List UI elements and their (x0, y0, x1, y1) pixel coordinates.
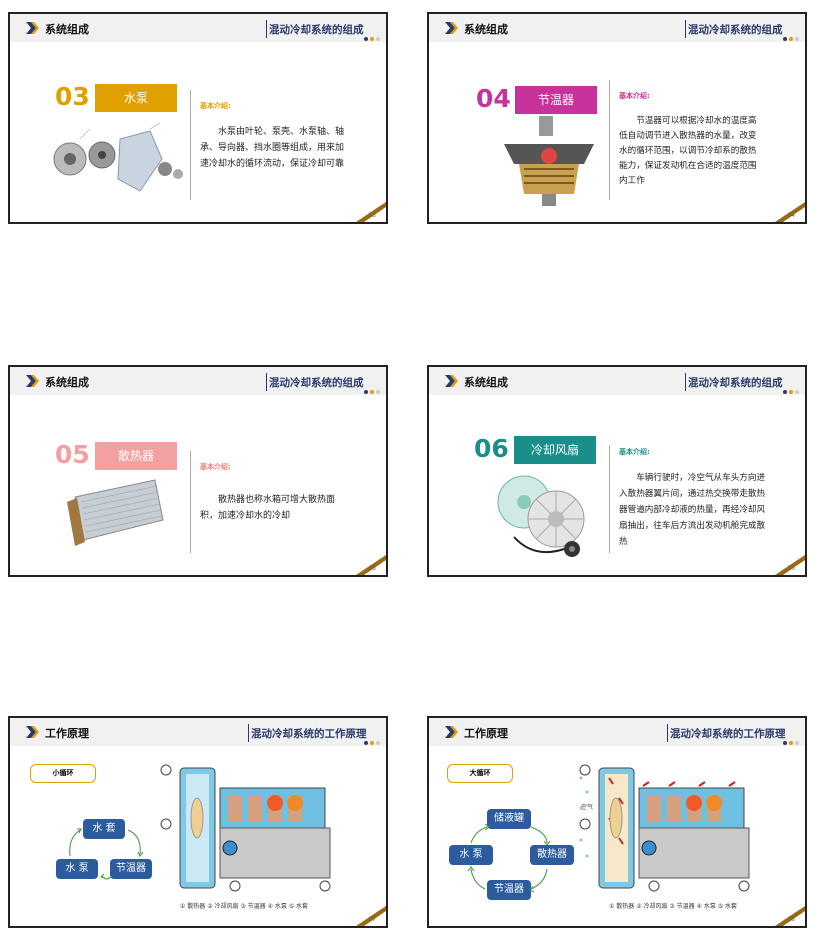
slide-header: 工作原理 混动冷却系统的工作原理 (10, 718, 386, 746)
slide-subtitle: 混动冷却系统的工作原理 (251, 728, 367, 740)
diagram-legend: ① 散热器 ② 冷却风扇 ③ 节温器 ④ 水泵 ⑤ 水套 (609, 903, 738, 910)
node-thermostat: 节温器 (110, 859, 152, 879)
slide-header: 系统组成 混动冷却系统的组成 (10, 367, 386, 395)
corner-decoration (775, 906, 805, 926)
thermostat-image (504, 116, 594, 206)
slide-15[interactable]: 系统组成 混动冷却系统的组成 05 散热器 基本介绍: 散热器也称水箱可增大散热… (8, 365, 388, 577)
node-reservoir: 储液罐 (487, 809, 531, 829)
node-water-jacket: 水 套 (83, 819, 125, 839)
divider (266, 20, 267, 38)
slide-18[interactable]: 工作原理 混动冷却系统的工作原理 大循环 储液罐 散热器 节温器 水 泵 空气 … (427, 716, 807, 928)
slide-16[interactable]: 系统组成 混动冷却系统的组成 06 冷却风扇 基本介绍: 车辆行驶时，冷空气从车… (427, 365, 807, 577)
section-title: 系统组成 (464, 376, 508, 389)
dots-icon (362, 730, 380, 749)
corner-decoration (356, 906, 386, 926)
item-number: 06 (474, 434, 509, 463)
chevron-icon (26, 22, 39, 34)
chevron-icon (445, 375, 458, 387)
circuit-label: 大循环 (447, 764, 513, 783)
intro-label: 基本介绍: (200, 102, 231, 110)
item-description: 车辆行驶时，冷空气从车头方向进入散热器翼片间，通过热交换带走散热器管道内部冷却液… (619, 473, 766, 547)
chevron-icon (445, 22, 458, 34)
divider (190, 90, 191, 200)
node-water-pump: 水 泵 (56, 859, 98, 879)
corner-decoration (356, 555, 386, 575)
slide-subtitle: 混动冷却系统的工作原理 (670, 728, 786, 740)
item-description: 节温器可以根据冷却水的温度高低自动调节进入散热器的水量，改变水的循环范围，以调节… (619, 116, 757, 186)
flow-arrows (467, 823, 551, 893)
node-water-pump: 水 泵 (449, 845, 493, 865)
item-badge: 冷却风扇 (514, 436, 596, 464)
section-title: 系统组成 (464, 23, 508, 36)
slide-header: 工作原理 混动冷却系统的工作原理 (429, 718, 805, 746)
item-number: 03 (55, 82, 90, 111)
chevron-icon (445, 726, 458, 738)
water-pump-image (53, 122, 183, 192)
flow-arrows (69, 828, 144, 880)
intro-label: 基本介绍: (619, 92, 650, 100)
section-title: 系统组成 (45, 23, 89, 36)
page-number: 16 (787, 565, 795, 572)
cooling-fan-image (497, 475, 585, 557)
engine-diagram (160, 764, 331, 892)
section-title: 工作原理 (464, 727, 508, 740)
divider (190, 451, 191, 553)
slide-header: 系统组成 混动冷却系统的组成 (429, 14, 805, 42)
air-label: 空气 (581, 804, 594, 811)
item-number: 05 (55, 440, 90, 469)
item-description: 水泵由叶轮、泵壳、水泵轴、轴承、导向器、挡水圈等组成，用来加速冷却水的循环流动，… (200, 127, 345, 169)
dots-icon (362, 26, 380, 45)
corner-decoration (356, 202, 386, 222)
item-badge: 水泵 (95, 84, 177, 112)
item-badge: 节温器 (515, 86, 597, 114)
slide-subtitle: 混动冷却系统的组成 (688, 377, 783, 389)
item-description: 散热器也称水箱可增大散热面积，加速冷却水的冷却 (200, 495, 336, 521)
corner-decoration (775, 555, 805, 575)
chevron-icon (26, 726, 39, 738)
slide-subtitle: 混动冷却系统的组成 (269, 24, 364, 36)
radiator-image (67, 479, 164, 546)
page-number: 15 (368, 565, 376, 572)
node-radiator: 散热器 (530, 845, 574, 865)
slide-subtitle: 混动冷却系统的组成 (688, 24, 783, 36)
divider (266, 373, 267, 391)
page-number: 17 (368, 916, 376, 923)
dots-icon (781, 26, 799, 45)
intro-label: 基本介绍: (619, 448, 650, 456)
dots-icon (781, 730, 799, 749)
page-number: 14 (787, 212, 795, 219)
divider (609, 445, 610, 553)
chevron-icon (26, 375, 39, 387)
divider (609, 80, 610, 200)
dots-icon (781, 379, 799, 398)
corner-decoration (775, 202, 805, 222)
section-title: 系统组成 (45, 376, 89, 389)
diagram-legend: ① 散热器 ② 冷却风扇 ③ 节温器 ④ 水泵 ⑤ 水套 (180, 903, 309, 910)
node-thermostat: 节温器 (487, 880, 531, 900)
divider (248, 724, 249, 742)
divider (685, 373, 686, 391)
slide-header: 系统组成 混动冷却系统的组成 (10, 14, 386, 42)
slide-13[interactable]: 系统组成 混动冷却系统的组成 03 水泵 基本介绍: 水泵由叶轮、泵壳、水泵轴、… (8, 12, 388, 224)
divider (685, 20, 686, 38)
slide-14[interactable]: 系统组成 混动冷却系统的组成 04 节温器 基本介绍: 节温器可以根据冷却水的温… (427, 12, 807, 224)
page-number: 13 (368, 212, 376, 219)
engine-diagram (579, 764, 750, 892)
circuit-label: 小循环 (30, 764, 96, 783)
slide-header: 系统组成 混动冷却系统的组成 (429, 367, 805, 395)
item-number: 04 (476, 84, 511, 113)
intro-label: 基本介绍: (200, 463, 231, 471)
item-badge: 散热器 (95, 442, 177, 470)
divider (667, 724, 668, 742)
dots-icon (362, 379, 380, 398)
page-number: 18 (787, 916, 795, 923)
section-title: 工作原理 (45, 727, 89, 740)
slide-17[interactable]: 工作原理 混动冷却系统的工作原理 小循环 水 套 节温器 水 泵 ① 散热器 ②… (8, 716, 388, 928)
slide-subtitle: 混动冷却系统的组成 (269, 377, 364, 389)
